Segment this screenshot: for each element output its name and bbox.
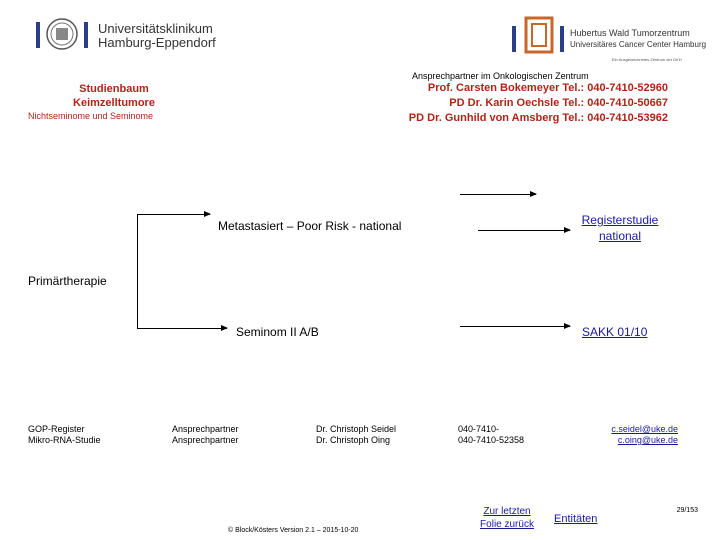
contact-phone-1: 040-7410- xyxy=(458,424,500,434)
node-seminom: Seminom II A/B xyxy=(236,325,319,339)
tumorzentrum-emblem-icon xyxy=(512,16,564,54)
contact-role-2: Ansprechpartner xyxy=(172,435,239,445)
contact-label: Ansprechpartner im Onkologischen Zentrum xyxy=(412,71,589,81)
contact-oechsle: PD Dr. Karin Oechsle Tel.: 040-7410-5066… xyxy=(449,97,668,109)
contact-amsberg: PD Dr. Gunhild von Amsberg Tel.: 040-741… xyxy=(408,112,668,124)
back-link-line1: Zur letzten xyxy=(483,506,531,517)
node-metastasiert: Metastasiert – Poor Risk - national xyxy=(218,219,402,233)
arrow-right-bottom xyxy=(460,323,571,329)
arrow-to-seminom xyxy=(137,325,228,331)
link-registerstudie-line1: Registerstudie xyxy=(581,213,659,227)
back-link[interactable]: Zur letzten Folie zurück xyxy=(472,505,542,531)
tumorzentrum-logo: Hubertus Wald Tumorzentrum Universitäres… xyxy=(512,14,712,64)
email-seidel[interactable]: c.seidel@uke.de xyxy=(611,424,678,434)
study-gop-register: GOP-Register xyxy=(28,424,85,434)
entities-link[interactable]: Entitäten xyxy=(554,513,598,525)
arrow-to-metastasiert xyxy=(137,211,211,217)
arrow-right-top-1 xyxy=(460,191,537,197)
uke-logo: Universitätsklinikum Hamburg-Eppendorf xyxy=(34,14,216,52)
tumorzentrum-subname: Universitäres Cancer Center Hamburg xyxy=(570,40,707,49)
tree-vertical-line xyxy=(137,214,138,329)
uke-name-line2: Hamburg-Eppendorf xyxy=(98,35,216,50)
tumorzentrum-name: Hubertus Wald Tumorzentrum xyxy=(570,28,690,38)
uke-seal-icon xyxy=(36,18,88,50)
link-registerstudie-line2: national xyxy=(598,229,642,243)
tree-subtitle: Nichtseminome und Seminome xyxy=(28,111,154,121)
email-oing[interactable]: c.oing@uke.de xyxy=(617,435,678,445)
link-sakk[interactable]: SAKK 01/10 xyxy=(582,325,648,339)
contact-bokemeyer: Prof. Carsten Bokemeyer Tel.: 040-7410-5… xyxy=(427,82,668,94)
uke-name-line1: Universitätsklinikum xyxy=(98,21,213,36)
tree-title-line1: Studienbaum xyxy=(79,83,149,95)
copyright: © Block/Kösters Version 2.1 – 2015-10-20 xyxy=(228,527,359,534)
tumorzentrum-tagline: Ein Ausgezeichnetes Zentrum der DKH xyxy=(612,57,682,62)
arrow-right-top-2 xyxy=(478,227,571,233)
tree-title-line2: Keimzelltumore xyxy=(73,97,155,109)
link-registerstudie[interactable]: Registerstudie national xyxy=(574,212,666,244)
back-link-line2: Folie zurück xyxy=(480,519,534,530)
contact-name-seidel: Dr. Christoph Seidel xyxy=(316,424,397,434)
study-mikro-rna: Mikro-RNA-Studie xyxy=(28,435,101,445)
page-number: 29/153 xyxy=(676,507,698,514)
contact-phone-2: 040-7410-52358 xyxy=(458,435,525,445)
contact-name-oing: Dr. Christoph Oing xyxy=(316,435,391,445)
contact-role-1: Ansprechpartner xyxy=(172,424,239,434)
node-primaertherapie: Primärtherapie xyxy=(28,274,107,288)
